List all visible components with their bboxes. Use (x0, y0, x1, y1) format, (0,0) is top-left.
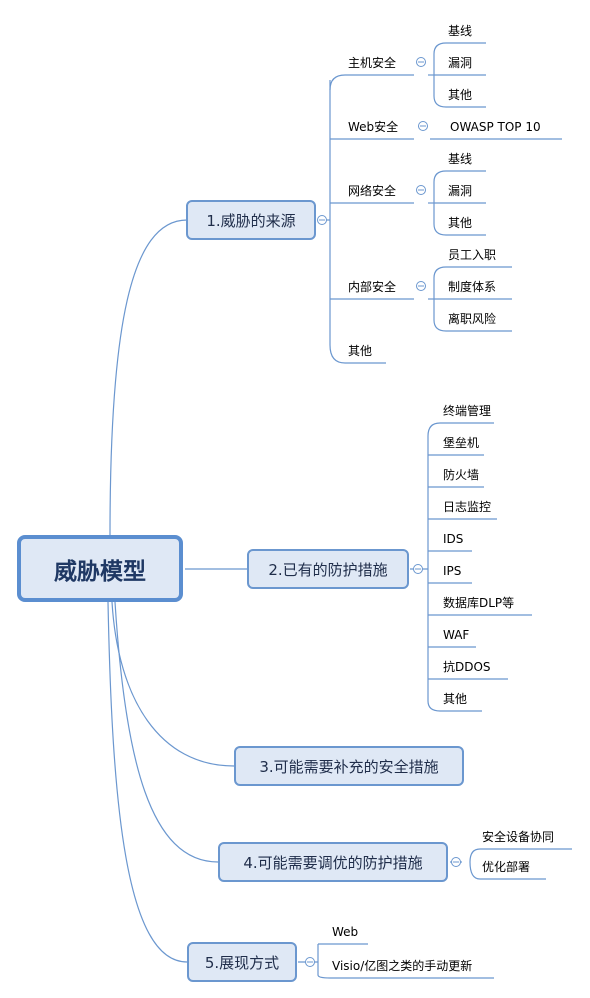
branch-existing-protection[interactable]: 2.已有的防护措施 (247, 549, 409, 589)
node-other[interactable]: 其他 (348, 344, 373, 358)
node-web[interactable]: Web (332, 925, 359, 939)
node-web-security[interactable]: Web安全 (348, 120, 399, 134)
node-deployment-optimization[interactable]: 优化部署 (482, 860, 531, 874)
root-node[interactable]: 威胁模型 (17, 535, 183, 602)
node-endpoint-mgmt[interactable]: 终端管理 (443, 404, 492, 418)
node-vulnerability[interactable]: 漏洞 (448, 184, 473, 198)
branch-supplement-measures[interactable]: 3.可能需要补充的安全措施 (234, 746, 464, 786)
branch-presentation[interactable]: 5.展现方式 (187, 942, 297, 982)
branch-tuning-measures[interactable]: 4.可能需要调优的防护措施 (218, 842, 448, 882)
node-vulnerability[interactable]: 漏洞 (448, 56, 473, 70)
node-waf[interactable]: WAF (443, 628, 470, 642)
node-other[interactable]: 其他 (448, 216, 473, 230)
node-other[interactable]: 其他 (443, 692, 468, 706)
node-host-security[interactable]: 主机安全 (348, 56, 397, 70)
node-baseline[interactable]: 基线 (448, 152, 473, 166)
node-anti-ddos[interactable]: 抗DDOS (443, 660, 491, 674)
node-offboarding-risk[interactable]: 离职风险 (448, 312, 497, 326)
node-device-coordination[interactable]: 安全设备协同 (482, 830, 555, 844)
node-network-security[interactable]: 网络安全 (348, 184, 397, 198)
node-owasp-top10[interactable]: OWASP TOP 10 (450, 120, 541, 134)
node-other[interactable]: 其他 (448, 88, 473, 102)
node-db-dlp[interactable]: 数据库DLP等 (443, 596, 515, 610)
node-log-monitoring[interactable]: 日志监控 (443, 500, 492, 514)
node-baseline[interactable]: 基线 (448, 24, 473, 38)
node-bastion-host[interactable]: 堡垒机 (443, 436, 480, 450)
branch-threat-sources[interactable]: 1.威胁的来源 (186, 200, 316, 240)
node-firewall[interactable]: 防火墙 (443, 468, 480, 482)
node-policy-system[interactable]: 制度体系 (448, 280, 497, 294)
node-ips[interactable]: IPS (443, 564, 462, 578)
node-manual-update[interactable]: Visio/亿图之类的手动更新 (332, 959, 473, 973)
node-onboarding[interactable]: 员工入职 (448, 248, 497, 262)
node-ids[interactable]: IDS (443, 532, 464, 546)
node-internal-security[interactable]: 内部安全 (348, 280, 397, 294)
